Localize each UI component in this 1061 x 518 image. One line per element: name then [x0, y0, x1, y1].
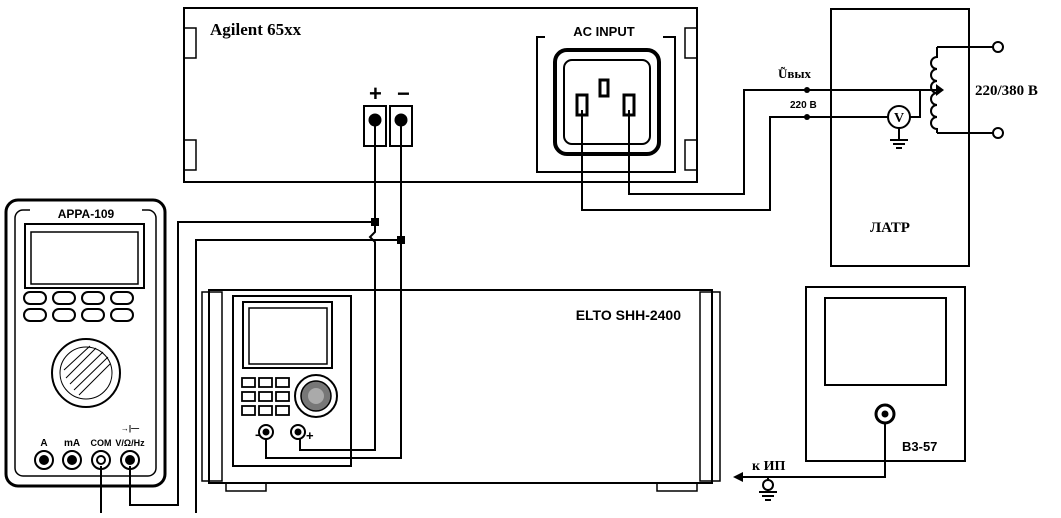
multimeter: APPA-109 A mA COM V/Ω/Hz →|—: [4, 198, 167, 488]
load-keypad: [241, 377, 290, 416]
to-source-label: к ИП: [752, 459, 785, 474]
jack-label-a: A: [40, 438, 47, 449]
b3-57-screen: [824, 297, 947, 386]
multimeter-jacks: [34, 450, 140, 470]
output-voltage-value: 220 В: [790, 100, 817, 111]
mains-voltage-label: 220/380 В: [975, 83, 1038, 99]
load-plus-label: +: [306, 428, 314, 443]
electronic-load-title: ELTO SHH-2400: [576, 307, 682, 323]
autotransformer-title: ЛАТР: [870, 220, 910, 236]
ac-input-label: AC INPUT: [573, 24, 634, 39]
multimeter-dial: [51, 338, 121, 408]
b3-57-voltmeter: B3-57: [805, 286, 966, 462]
multimeter-buttons: [23, 291, 134, 322]
plus-terminal-label: +: [369, 81, 382, 106]
output-voltage-label: Ũвых: [778, 66, 812, 81]
voltmeter-symbol-label: V: [894, 111, 904, 126]
electronic-load: ELTO SHH-2400 − +: [201, 289, 721, 492]
jack-label-ma: mA: [64, 438, 80, 449]
diode-symbol: →|—: [121, 424, 139, 433]
multimeter-display: [30, 231, 139, 285]
power-supply-title: Agilent 65xx: [210, 20, 302, 39]
b3-57-title: B3-57: [902, 439, 937, 454]
ac-socket: [553, 48, 661, 156]
minus-terminal-label: −: [397, 81, 410, 106]
load-display: [248, 307, 328, 365]
jack-label-v: V/Ω/Hz: [115, 438, 145, 448]
autotransformer: V ЛАТР: [830, 8, 1004, 267]
jack-label-com: COM: [91, 438, 112, 448]
agilent-power-supply: Agilent 65xx + − AC INPUT: [183, 7, 698, 183]
multimeter-leads: [100, 221, 401, 513]
multimeter-title: APPA-109: [58, 207, 115, 221]
load-front-panel: [232, 295, 352, 467]
